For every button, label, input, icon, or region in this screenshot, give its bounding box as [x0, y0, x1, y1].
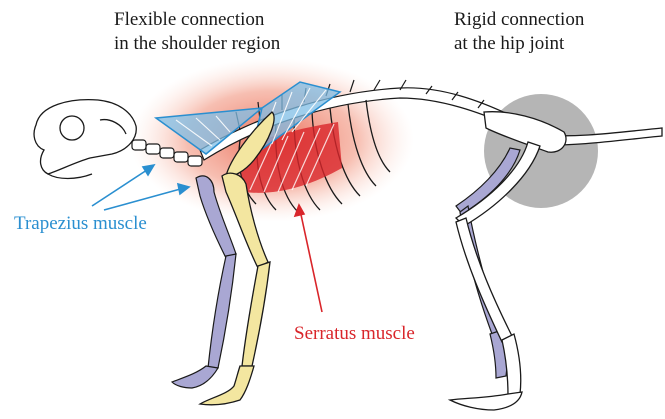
hip-caption-line2: at the hip joint [454, 32, 564, 55]
serratus-label: Serratus muscle [294, 322, 415, 345]
shoulder-caption-line1: Flexible connection [114, 8, 264, 31]
shoulder-caption-line2: in the shoulder region [114, 32, 280, 55]
skull-bone [34, 100, 136, 179]
trapezius-label: Trapezius muscle [14, 212, 147, 235]
serratus-arrow [295, 205, 322, 312]
hip-caption-line1: Rigid connection [454, 8, 584, 31]
